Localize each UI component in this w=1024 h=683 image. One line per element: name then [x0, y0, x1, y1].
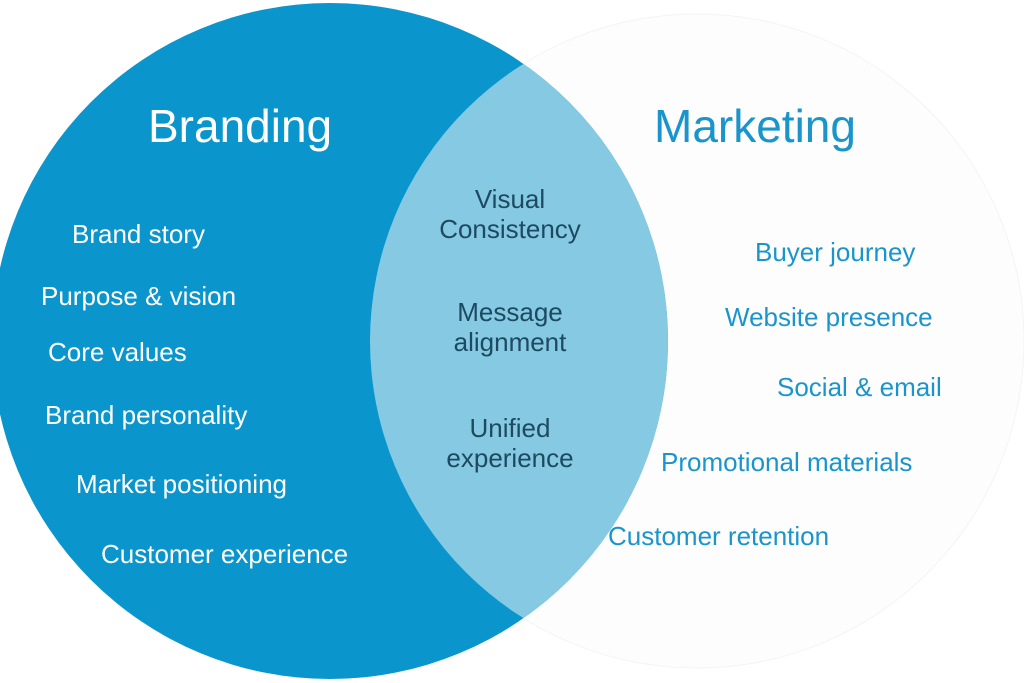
overlap-line: alignment	[453, 326, 567, 357]
branding-item: Brand story	[72, 219, 205, 249]
overlap-item: Visual Consistency	[439, 184, 581, 245]
overlap-line: Message	[457, 297, 563, 327]
marketing-item: Promotional materials	[661, 447, 913, 477]
overlap-line: Consistency	[439, 213, 581, 244]
overlap-line: Visual	[474, 184, 546, 214]
branding-item: Purpose & vision	[41, 281, 237, 311]
branding-item: Customer experience	[101, 539, 349, 569]
branding-item: Market positioning	[76, 469, 287, 499]
branding-title: Branding	[148, 100, 333, 152]
overlap-line: experience	[446, 442, 574, 473]
marketing-item: Website presence	[725, 302, 933, 332]
marketing-item: Customer retention	[608, 521, 830, 551]
overlap-line: Unified	[469, 413, 551, 443]
overlap-item: Unified experience	[446, 413, 574, 474]
marketing-item: Buyer journey	[755, 237, 916, 267]
marketing-item: Social & email	[777, 372, 942, 402]
branding-item: Core values	[48, 337, 187, 367]
branding-item: Brand personality	[45, 400, 248, 430]
overlap-region	[370, 14, 668, 668]
marketing-title: Marketing	[654, 100, 856, 152]
overlap-item: Message alignment	[453, 297, 567, 358]
